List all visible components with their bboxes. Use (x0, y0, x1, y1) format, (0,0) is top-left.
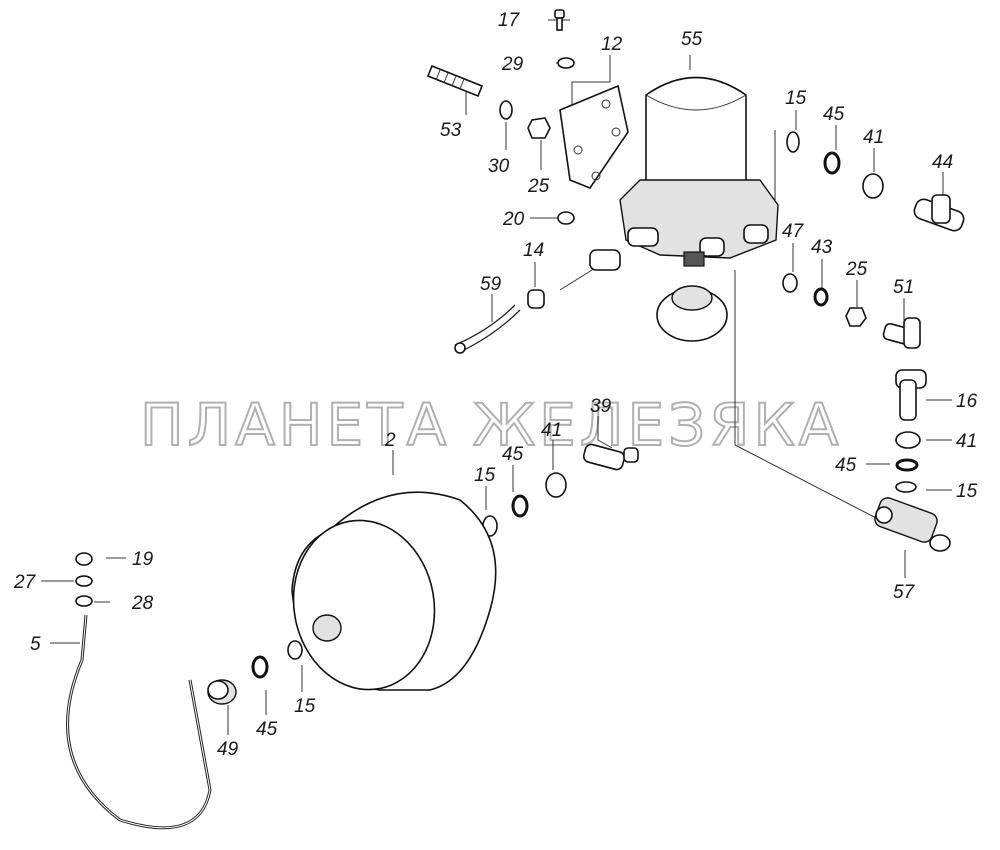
part-44-tee-fitting (913, 194, 965, 232)
part-29-nut (557, 57, 575, 69)
part-16-elbow (895, 369, 927, 421)
label-53: 53 (440, 120, 462, 141)
callout-labels: 17 29 12 55 53 30 25 15 45 41 44 20 14 5… (13, 10, 978, 760)
label-51: 51 (893, 277, 914, 298)
label-15-lower: 15 (294, 696, 316, 717)
part-55-air-dryer (619, 76, 779, 342)
part-15-seal-right (895, 481, 917, 493)
label-19: 19 (132, 549, 154, 570)
part-17-screw (554, 9, 565, 31)
part-59-wire-harness (454, 249, 621, 354)
part-30-washer (499, 100, 513, 120)
label-30: 30 (488, 156, 510, 177)
part-19-nut (75, 552, 93, 566)
label-5: 5 (30, 634, 41, 655)
part-41-nut-middle (545, 472, 567, 498)
label-45-middle: 45 (502, 444, 524, 465)
label-45-right: 45 (835, 455, 857, 476)
part-45-ring-middle (511, 494, 529, 518)
label-55: 55 (681, 29, 703, 50)
label-44: 44 (932, 152, 953, 173)
label-25-lower: 25 (845, 259, 868, 280)
label-15-upper: 15 (785, 88, 807, 109)
label-15-right: 15 (956, 481, 978, 502)
watermark-text: ПЛАНЕТА ЖЕЛЕЗЯКА (140, 391, 842, 459)
label-43: 43 (811, 237, 833, 258)
label-41-right: 41 (956, 431, 977, 452)
label-14: 14 (523, 240, 544, 261)
part-43-ring (813, 287, 829, 307)
part-41-nut-upper (862, 173, 884, 199)
part-12-bracket (559, 84, 629, 189)
part-25-nut-lower (845, 307, 867, 327)
label-49: 49 (217, 739, 239, 760)
label-45-upper: 45 (823, 104, 845, 125)
label-17: 17 (498, 10, 521, 31)
part-15-seal-lower (287, 640, 303, 660)
label-29: 29 (501, 54, 524, 75)
label-20: 20 (502, 209, 525, 230)
label-12: 12 (601, 34, 623, 55)
part-2-receiver (291, 491, 497, 691)
part-5-tube (66, 614, 212, 830)
label-27: 27 (13, 572, 37, 593)
part-20-nut (557, 211, 575, 225)
label-2: 2 (384, 430, 396, 451)
part-53-stud (426, 64, 484, 98)
label-41-upper: 41 (863, 127, 884, 148)
part-27-washer (75, 575, 93, 587)
part-15-seal-upper (786, 131, 800, 153)
label-25-upper: 25 (527, 176, 550, 197)
part-39-fitting (582, 443, 639, 471)
label-57: 57 (893, 582, 916, 603)
part-5-tube-highlight (67, 614, 211, 829)
leader-lines (41, 19, 952, 735)
part-41-nut-right (895, 431, 921, 449)
label-16: 16 (956, 391, 978, 412)
part-14-cap (527, 289, 545, 309)
part-51-elbow (882, 317, 921, 349)
part-25-nut-upper (527, 117, 551, 139)
label-15-middle: 15 (474, 465, 496, 486)
label-28: 28 (131, 593, 154, 614)
part-57-valve (874, 497, 951, 552)
part-28-sleeve (75, 595, 93, 607)
part-49-plug (207, 679, 237, 705)
part-45-ring-upper (823, 151, 841, 175)
part-45-ring-lower (251, 655, 269, 679)
part-45-ring-right (895, 458, 919, 472)
part-47-seal (782, 273, 798, 293)
label-47: 47 (782, 221, 805, 242)
label-39: 39 (590, 396, 612, 417)
label-45-lower: 45 (256, 719, 278, 740)
label-59: 59 (480, 274, 502, 295)
label-41-middle: 41 (541, 420, 562, 441)
